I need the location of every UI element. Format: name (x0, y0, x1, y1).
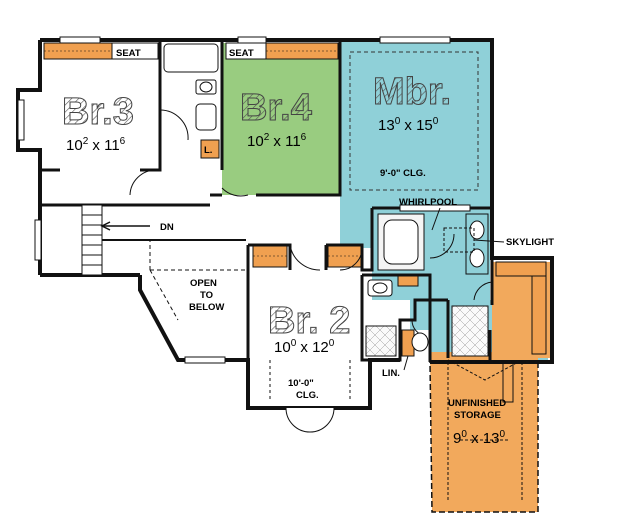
laundry-box (200, 139, 220, 159)
bath-closet-box (397, 275, 419, 287)
storage-dims: 90 x 130 (453, 429, 505, 447)
mbr-name: Mbr. (373, 71, 451, 113)
br4-name: Br.4 (240, 87, 312, 129)
windows (59, 36, 471, 364)
mbr-fill (340, 40, 490, 208)
door-swings (129, 109, 493, 337)
br3-dims: 102 x 116 (66, 136, 126, 154)
open-label-1: OPEN (190, 278, 217, 289)
br2-ceiling-label-2: CLG. (296, 390, 319, 401)
laundry-label: L. (204, 145, 212, 156)
br2-ceiling-label-1: 10'-0" (288, 378, 314, 389)
storage-hatch (502, 361, 514, 403)
storage-outline (429, 361, 539, 513)
mbr-ceiling-outline (349, 51, 479, 191)
br2-ceiling-dash (269, 360, 351, 400)
br4-seat-cabinet (225, 42, 267, 60)
stair-window (34, 219, 42, 261)
whirlpool-label: WHIRLPOOL (399, 197, 457, 208)
br2-name: Br. 2 (268, 300, 350, 342)
open-label-3: BELOW (189, 302, 224, 313)
br4-dims: 102 x 116 (247, 132, 307, 150)
hall-bath-fixtures (163, 43, 219, 131)
br2-bay-window (285, 407, 335, 433)
skylight-label: SKYLIGHT (506, 237, 554, 248)
br4-fill (222, 43, 340, 195)
skylight-leader (473, 239, 505, 243)
linen-leader (403, 355, 409, 371)
whirlpool-leader (431, 207, 441, 231)
br3-name: Br.3 (62, 91, 134, 133)
mbr-ceiling-label: 9'-0" CLG. (380, 168, 426, 179)
storage-label-1: UNFINISHED (448, 398, 506, 409)
master-bath-fixtures (365, 213, 489, 357)
br2-dims: 100 x 120 (274, 338, 335, 356)
br3-side-window (17, 99, 25, 141)
storage-label-2: STORAGE (454, 410, 501, 421)
storage-fill (430, 352, 538, 512)
stairs-dn-label: DN (160, 222, 174, 233)
seat-label-br4: SEAT (229, 48, 254, 59)
mbr-dims: 130 x 150 (378, 116, 439, 134)
linen-label: LIN. (382, 368, 400, 379)
seat-label-br3: SEAT (116, 48, 141, 59)
mbr-closet-fill (340, 208, 372, 248)
closet-shelves (43, 42, 547, 355)
open-label-2: TO (200, 290, 213, 301)
open-to-below-outline (149, 240, 248, 321)
br3-seat-cabinet (111, 42, 159, 60)
stairs (81, 204, 246, 276)
